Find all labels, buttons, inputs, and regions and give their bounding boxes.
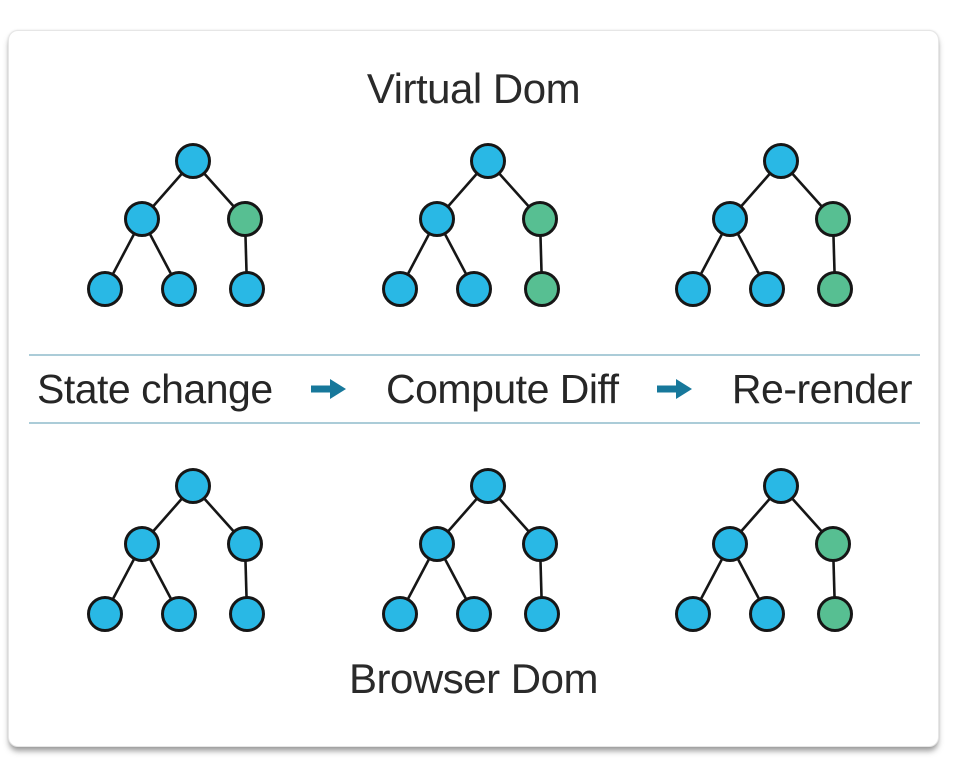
tree-node-root [763, 468, 799, 504]
tree-nodes [382, 468, 560, 632]
tree-node-leaf1 [382, 596, 418, 632]
tree-node-right-child [227, 201, 263, 237]
tree-node-leaf1 [87, 596, 123, 632]
arrow-right-icon [657, 376, 693, 402]
pipeline-step-state-change: State change [37, 365, 273, 412]
tree-node-left-child [712, 201, 748, 237]
tree-node-right-child [522, 526, 558, 562]
virtual-dom-title: Virtual Dom [366, 65, 581, 112]
tree-nodes [87, 468, 265, 632]
browser-dom-title: Browser Dom [349, 655, 598, 702]
tree-node-leaf2 [749, 271, 785, 307]
pipeline-divider-top [29, 354, 920, 356]
tree-node-leaf3 [817, 596, 853, 632]
tree-node-leaf2 [161, 271, 197, 307]
diagram-card: Virtual Dom [8, 30, 939, 747]
tree-nodes [675, 143, 853, 307]
tree-nodes [675, 468, 853, 632]
tree-node-leaf1 [87, 271, 123, 307]
tree-node-leaf3 [229, 271, 265, 307]
tree-node-leaf3 [229, 596, 265, 632]
tree-node-root [175, 468, 211, 504]
arrow-right-shape [311, 379, 347, 399]
tree-node-left-child [712, 526, 748, 562]
tree-node-left-child [419, 201, 455, 237]
tree-node-leaf2 [456, 596, 492, 632]
tree-node-left-child [124, 526, 160, 562]
tree-node-leaf1 [675, 596, 711, 632]
tree-node-leaf2 [456, 271, 492, 307]
pipeline-step-compute-diff: Compute Diff [386, 365, 619, 412]
tree-node-leaf3 [524, 271, 560, 307]
tree-node-leaf2 [161, 596, 197, 632]
browser-dom-tree-3 [675, 468, 853, 632]
tree-node-leaf2 [749, 596, 785, 632]
tree-nodes [87, 143, 265, 307]
tree-node-leaf3 [524, 596, 560, 632]
tree-node-right-child [815, 526, 851, 562]
tree-node-leaf1 [382, 271, 418, 307]
browser-dom-tree-1 [87, 468, 265, 632]
tree-node-leaf1 [675, 271, 711, 307]
tree-node-root [175, 143, 211, 179]
tree-node-left-child [419, 526, 455, 562]
browser-dom-tree-2 [382, 468, 560, 632]
tree-node-left-child [124, 201, 160, 237]
pipeline-divider-bottom [29, 422, 920, 424]
arrow-right-icon [311, 376, 347, 402]
tree-nodes [382, 143, 560, 307]
virtual-dom-tree-1 [87, 143, 265, 307]
tree-node-right-child [227, 526, 263, 562]
tree-node-right-child [522, 201, 558, 237]
pipeline-step-re-render: Re-render [731, 365, 913, 412]
arrow-right-shape [657, 379, 693, 399]
tree-node-root [470, 468, 506, 504]
virtual-dom-tree-2 [382, 143, 560, 307]
virtual-dom-tree-3 [675, 143, 853, 307]
tree-node-root [470, 143, 506, 179]
tree-node-leaf3 [817, 271, 853, 307]
tree-node-right-child [815, 201, 851, 237]
pipeline-band: State change Compute Diff Re-render [29, 356, 920, 422]
tree-node-root [763, 143, 799, 179]
